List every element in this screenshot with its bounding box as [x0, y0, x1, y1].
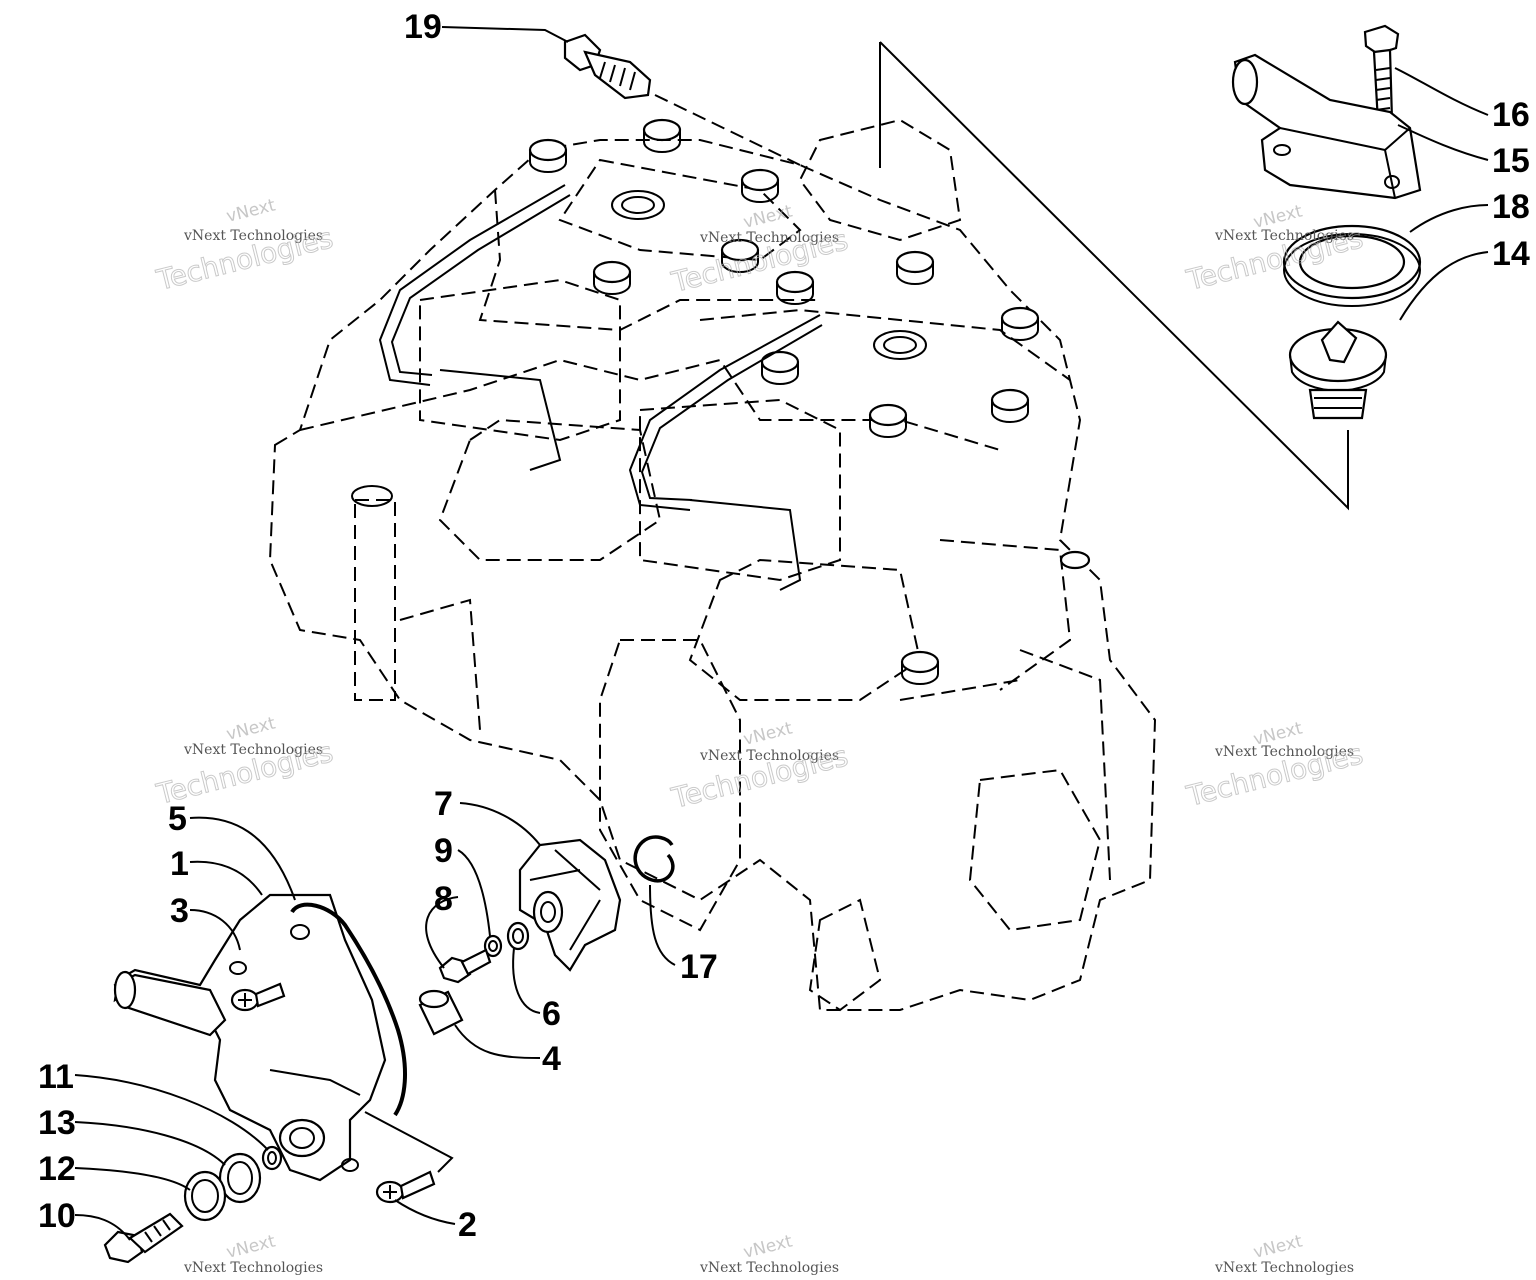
- callout-3: 3: [170, 892, 189, 930]
- engine-block-outline: [268, 118, 1157, 1012]
- shaft-sleeve-icon: [418, 989, 464, 1036]
- water-pump-cover-icon: [113, 893, 387, 1182]
- callout-12: 12: [38, 1150, 76, 1188]
- svg-text:vNext: vNext: [741, 1231, 794, 1263]
- callout-14: 14: [1492, 235, 1530, 273]
- svg-text:vNext Technologies: vNext Technologies: [699, 1260, 839, 1276]
- svg-text:vNext Technologies: vNext Technologies: [183, 1260, 323, 1276]
- svg-text:vNext Technologies: vNext Technologies: [699, 230, 839, 246]
- callout-11: 11: [38, 1058, 74, 1096]
- seal-icon: [183, 1170, 227, 1222]
- callout-8: 8: [434, 880, 453, 918]
- watermark-mid-left: vNext vNext Technologies Technologies: [152, 713, 336, 811]
- svg-text:vNext: vNext: [224, 195, 277, 227]
- watermark-top-center: vNext vNext Technologies Technologies: [667, 201, 851, 299]
- callout-17: 17: [680, 948, 718, 986]
- callout-9: 9: [434, 832, 453, 870]
- svg-text:vNext Technologies: vNext Technologies: [183, 228, 323, 244]
- svg-text:vNext Technologies: vNext Technologies: [1214, 744, 1354, 760]
- callout-4: 4: [542, 1040, 561, 1078]
- callout-5: 5: [168, 800, 187, 838]
- callout-6: 6: [542, 995, 561, 1033]
- pump-o-ring-icon: [290, 902, 408, 1117]
- watermark-mid-right: vNext vNext Technologies Technologies: [1182, 718, 1366, 813]
- thermostat-leader: [879, 41, 1349, 511]
- watermark-mid-center: vNext vNext Technologies Technologies: [667, 718, 851, 815]
- washer-icon: [218, 1152, 262, 1204]
- small-seal-ring-icon: [261, 1145, 283, 1171]
- callout-7: 7: [434, 785, 453, 823]
- cover-screw-icon: [230, 982, 286, 1012]
- watermark-bottom-right: vNext vNext Technologies: [1214, 1231, 1354, 1276]
- svg-text:vNext: vNext: [1251, 1231, 1304, 1263]
- impeller-bolt-icon: [438, 948, 492, 984]
- svg-text:vNext: vNext: [741, 201, 794, 233]
- svg-text:vNext: vNext: [224, 1231, 277, 1263]
- callout-10: 10: [38, 1197, 76, 1235]
- small-washer-icon: [483, 934, 503, 958]
- housing-screw-icon: [375, 1170, 436, 1204]
- svg-text:vNext: vNext: [224, 713, 277, 745]
- svg-text:vNext Technologies: vNext Technologies: [183, 742, 323, 758]
- callout-2: 2: [458, 1206, 477, 1244]
- callout-leaders: [74, 26, 1489, 1241]
- head-bolt-icons: [351, 118, 1091, 685]
- svg-text:vNext Technologies: vNext Technologies: [1214, 1260, 1354, 1276]
- snap-ring-icon: [633, 835, 675, 883]
- callout-labels: 19 16 15 18 14 5 1 3 7 9 8 6 4 17 11 13 …: [38, 8, 1530, 1244]
- watermark-bottom-left: vNext vNext Technologies: [183, 1231, 323, 1276]
- callout-19: 19: [404, 8, 442, 46]
- callout-16: 16: [1492, 96, 1530, 134]
- thermostat-icon: [1288, 320, 1388, 420]
- callout-1: 1: [170, 845, 189, 883]
- svg-text:vNext Technologies: vNext Technologies: [699, 748, 839, 764]
- thermostat-housing-icon: [1231, 53, 1422, 200]
- watermark-bottom-center: vNext vNext Technologies: [699, 1231, 839, 1276]
- callout-15: 15: [1492, 142, 1530, 180]
- callout-13: 13: [38, 1104, 76, 1142]
- impeller-washer-icon: [506, 921, 530, 951]
- sensor-leader: [654, 94, 801, 166]
- svg-text:vNext: vNext: [741, 718, 794, 750]
- drain-plug-icon: [103, 1212, 184, 1264]
- svg-text:vNext Technologies: vNext Technologies: [1214, 228, 1354, 244]
- watermark-top-left: vNext vNext Technologies Technologies: [152, 195, 336, 297]
- screw-leader: [364, 1111, 454, 1173]
- callout-18: 18: [1492, 188, 1530, 226]
- coolant-pipe: [378, 184, 823, 591]
- temperature-sensor-icon: [563, 33, 652, 100]
- impeller-icon: [518, 838, 622, 972]
- thermostat-gasket-icon: [1282, 224, 1422, 307]
